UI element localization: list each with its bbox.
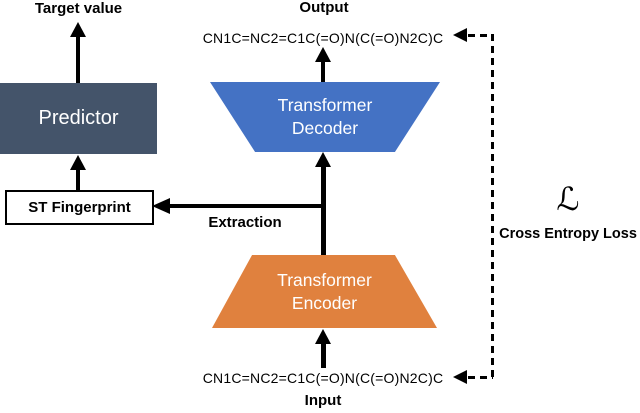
cross-entropy-loss-label: Cross Entropy Loss	[499, 226, 637, 242]
encoder-label: Transformer Encoder	[277, 269, 372, 313]
arrow-up-head-icon	[315, 329, 331, 344]
transformer-encoder-node: Transformer Encoder	[212, 255, 437, 328]
arrow-up-head-icon	[70, 155, 86, 170]
loss-symbol: ℒ	[556, 180, 580, 218]
arrow-shaft	[321, 343, 326, 368]
dashed-segment-top	[468, 34, 493, 37]
predictor-node: Predictor	[0, 83, 157, 154]
output-label: Output	[299, 0, 349, 16]
input-smiles-text: CN1C=NC2=C1C(=O)N(C(=O)N2C)C	[202, 370, 444, 386]
predictor-label: Predictor	[38, 107, 119, 129]
arrow-shaft	[76, 169, 80, 190]
st-fingerprint-node: ST Fingerprint	[5, 190, 154, 225]
dashed-arrow-left-head-icon	[453, 370, 467, 384]
dashed-arrow-left-head-icon	[453, 28, 467, 42]
arrow-shaft	[169, 204, 325, 208]
dashed-segment-bottom	[468, 376, 493, 379]
arrow-left-head-icon	[152, 198, 170, 214]
arrow-up-head-icon	[70, 22, 86, 37]
dashed-segment-vertical	[491, 34, 494, 378]
decoder-label: Transformer Decoder	[277, 95, 373, 138]
extraction-label: Extraction	[208, 214, 282, 231]
arrow-shaft	[321, 61, 325, 82]
arrow-up-head-icon	[315, 47, 331, 62]
st-fingerprint-label: ST Fingerprint	[28, 199, 131, 216]
output-smiles-text: CN1C=NC2=C1C(=O)N(C(=O)N2C)C	[202, 30, 444, 46]
input-label: Input	[304, 392, 342, 409]
target-value-label: Target value	[34, 0, 123, 17]
arrow-up-head-icon	[315, 152, 331, 167]
transformer-decoder-node: Transformer Decoder	[210, 82, 440, 152]
arrow-shaft	[76, 36, 80, 83]
arrow-shaft	[321, 166, 326, 255]
